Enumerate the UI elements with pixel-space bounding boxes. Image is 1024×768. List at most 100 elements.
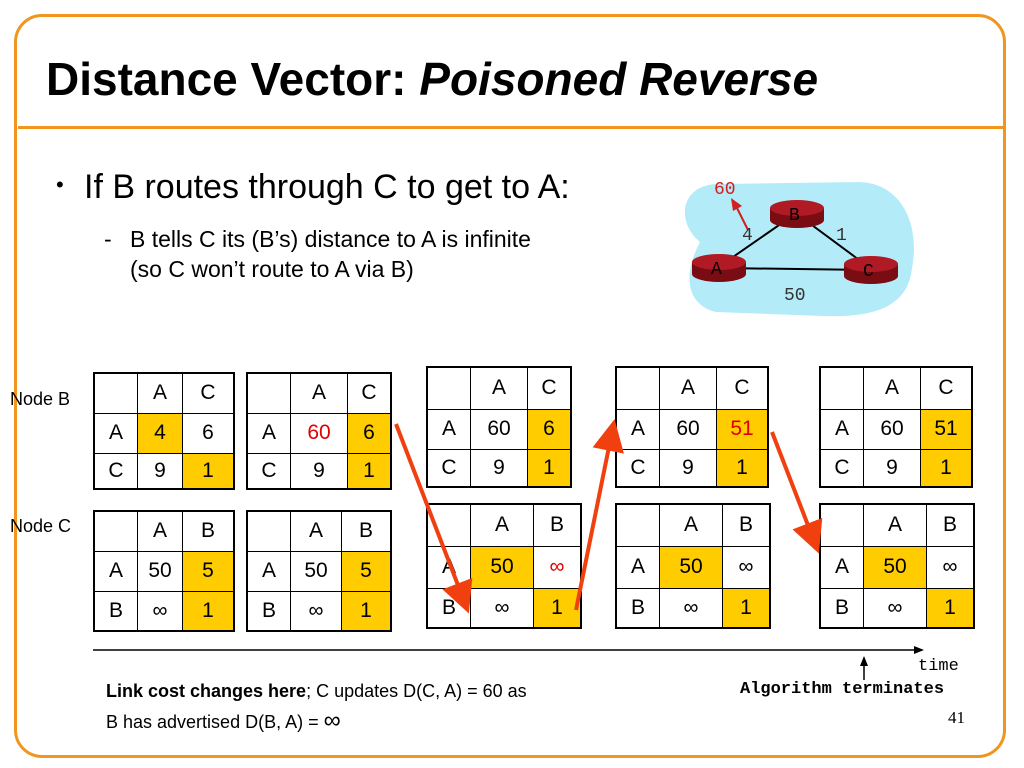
table-cell: 9 bbox=[137, 452, 183, 490]
row-label: B bbox=[246, 590, 291, 632]
table-header: B bbox=[926, 503, 975, 547]
dv-table-b-4: A C A 60 51 C 9 1 bbox=[615, 366, 769, 488]
table-header: A bbox=[290, 510, 342, 552]
row-label: A bbox=[819, 545, 864, 589]
router-a bbox=[692, 254, 746, 282]
node-b-label: Node B bbox=[10, 389, 71, 409]
sub-bullet-line-1: -B tells C its (B’s) distance to A is in… bbox=[104, 224, 531, 254]
update-arrow-c3-to-b4 bbox=[574, 419, 624, 611]
table-cell: 9 bbox=[290, 452, 348, 490]
caption-line-2-text: B has advertised D(B, A) = bbox=[106, 712, 324, 732]
router-c bbox=[844, 256, 898, 284]
row-label: C bbox=[615, 448, 660, 488]
page-number: 41 bbox=[948, 708, 965, 727]
table-cell: 1 bbox=[182, 590, 235, 632]
dv-table-b-1: A C A 4 6 C 9 1 bbox=[93, 372, 235, 490]
bullet-dot: • bbox=[56, 172, 64, 197]
table-cell: ∞ bbox=[533, 545, 582, 589]
cost-change-arrowhead bbox=[731, 198, 742, 211]
table-header: A bbox=[137, 372, 183, 414]
table-header: C bbox=[527, 366, 572, 410]
table-cell: ∞ bbox=[722, 545, 771, 589]
row-label: A bbox=[93, 550, 138, 592]
table-cell: ∞ bbox=[659, 587, 723, 629]
row-label: A bbox=[615, 545, 660, 589]
table-header-corner bbox=[246, 372, 291, 414]
row-label: A bbox=[246, 412, 291, 454]
slide-frame bbox=[14, 14, 1006, 758]
table-cell: 1 bbox=[527, 448, 572, 488]
table-header: B bbox=[341, 510, 392, 552]
router-b bbox=[770, 200, 824, 228]
table-header: A bbox=[470, 366, 528, 410]
table-cell: 1 bbox=[182, 452, 235, 490]
table-header: A bbox=[659, 366, 717, 410]
row-label: B bbox=[615, 587, 660, 629]
sub-bullet-text-1: B tells C its (B’s) distance to A is inf… bbox=[130, 226, 531, 252]
caption-infinity: ∞ bbox=[323, 707, 341, 734]
update-arrow-b2-to-c3 bbox=[394, 423, 473, 614]
row-label: C bbox=[93, 452, 138, 490]
table-header-corner bbox=[615, 503, 660, 547]
table-cell: 1 bbox=[926, 587, 975, 629]
dv-table-c-5: A B A 50 ∞ B ∞ 1 bbox=[819, 503, 975, 629]
sub-bullet-text-2: (so C won’t route to A via B) bbox=[130, 256, 414, 282]
table-cell: 1 bbox=[722, 587, 771, 629]
title-italic: Poisoned Reverse bbox=[419, 53, 819, 105]
table-cell: ∞ bbox=[863, 587, 927, 629]
bullet-text: If B routes through C to get to A: bbox=[84, 168, 570, 206]
algorithm-terminates-label: Algorithm terminates bbox=[740, 680, 945, 699]
table-cell: 50 bbox=[470, 545, 534, 589]
table-cell: 51 bbox=[716, 408, 769, 450]
caption: Link cost changes here; C updates D(C, A… bbox=[106, 676, 527, 737]
table-cell: 5 bbox=[341, 550, 392, 592]
table-header: B bbox=[722, 503, 771, 547]
sub-bullet-dash: - bbox=[104, 226, 112, 252]
router-label-a: A bbox=[711, 260, 722, 280]
table-cell: 1 bbox=[533, 587, 582, 629]
table-cell: 6 bbox=[347, 412, 392, 454]
table-cell: 60 bbox=[470, 408, 528, 450]
table-header-corner bbox=[819, 503, 864, 547]
table-header: A bbox=[863, 366, 921, 410]
title-main: Distance Vector: bbox=[46, 53, 420, 105]
table-cell: 9 bbox=[659, 448, 717, 488]
dv-table-c-2: A B A 50 5 B ∞ 1 bbox=[246, 510, 392, 632]
caption-rest: ; C updates D(C, A) = 60 as bbox=[306, 681, 527, 701]
dv-table-b-2: A C A 60 6 C 9 1 bbox=[246, 372, 392, 490]
row-label: C bbox=[819, 448, 864, 488]
table-header-corner bbox=[426, 366, 471, 410]
table-header: B bbox=[182, 510, 235, 552]
row-label: A bbox=[819, 408, 864, 450]
slide-title: Distance Vector: Poisoned Reverse bbox=[46, 52, 818, 106]
caption-bold: Link cost changes here bbox=[106, 681, 307, 701]
table-cell: 4 bbox=[137, 412, 183, 454]
table-header: C bbox=[347, 372, 392, 414]
table-header: A bbox=[863, 503, 927, 547]
table-cell: 50 bbox=[137, 550, 183, 592]
row-label: B bbox=[93, 590, 138, 632]
dv-table-b-5: A C A 60 51 C 9 1 bbox=[819, 366, 973, 488]
row-label: C bbox=[246, 452, 291, 490]
cost-label-a-c: 50 bbox=[784, 286, 806, 306]
table-header: A bbox=[659, 503, 723, 547]
table-header: A bbox=[470, 503, 534, 547]
bullet-item: • If B routes through C to get to A: bbox=[56, 168, 570, 207]
cost-label-a-b: 4 bbox=[742, 226, 753, 246]
table-cell: 5 bbox=[182, 550, 235, 592]
table-cell: 60 bbox=[290, 412, 348, 454]
row-label: A bbox=[93, 412, 138, 454]
table-cell: 1 bbox=[347, 452, 392, 490]
table-cell: 60 bbox=[863, 408, 921, 450]
dv-table-c-4: A B A 50 ∞ B ∞ 1 bbox=[615, 503, 771, 629]
table-cell: 9 bbox=[470, 448, 528, 488]
table-header: C bbox=[716, 366, 769, 410]
time-axis-label: time bbox=[918, 657, 959, 676]
sub-bullet: -B tells C its (B’s) distance to A is in… bbox=[104, 224, 531, 284]
table-cell: 51 bbox=[920, 408, 973, 450]
table-cell: ∞ bbox=[926, 545, 975, 589]
caption-line-2: B has advertised D(B, A) = ∞ bbox=[106, 706, 527, 737]
router-label-c: C bbox=[863, 262, 874, 282]
table-cell: 50 bbox=[659, 545, 723, 589]
